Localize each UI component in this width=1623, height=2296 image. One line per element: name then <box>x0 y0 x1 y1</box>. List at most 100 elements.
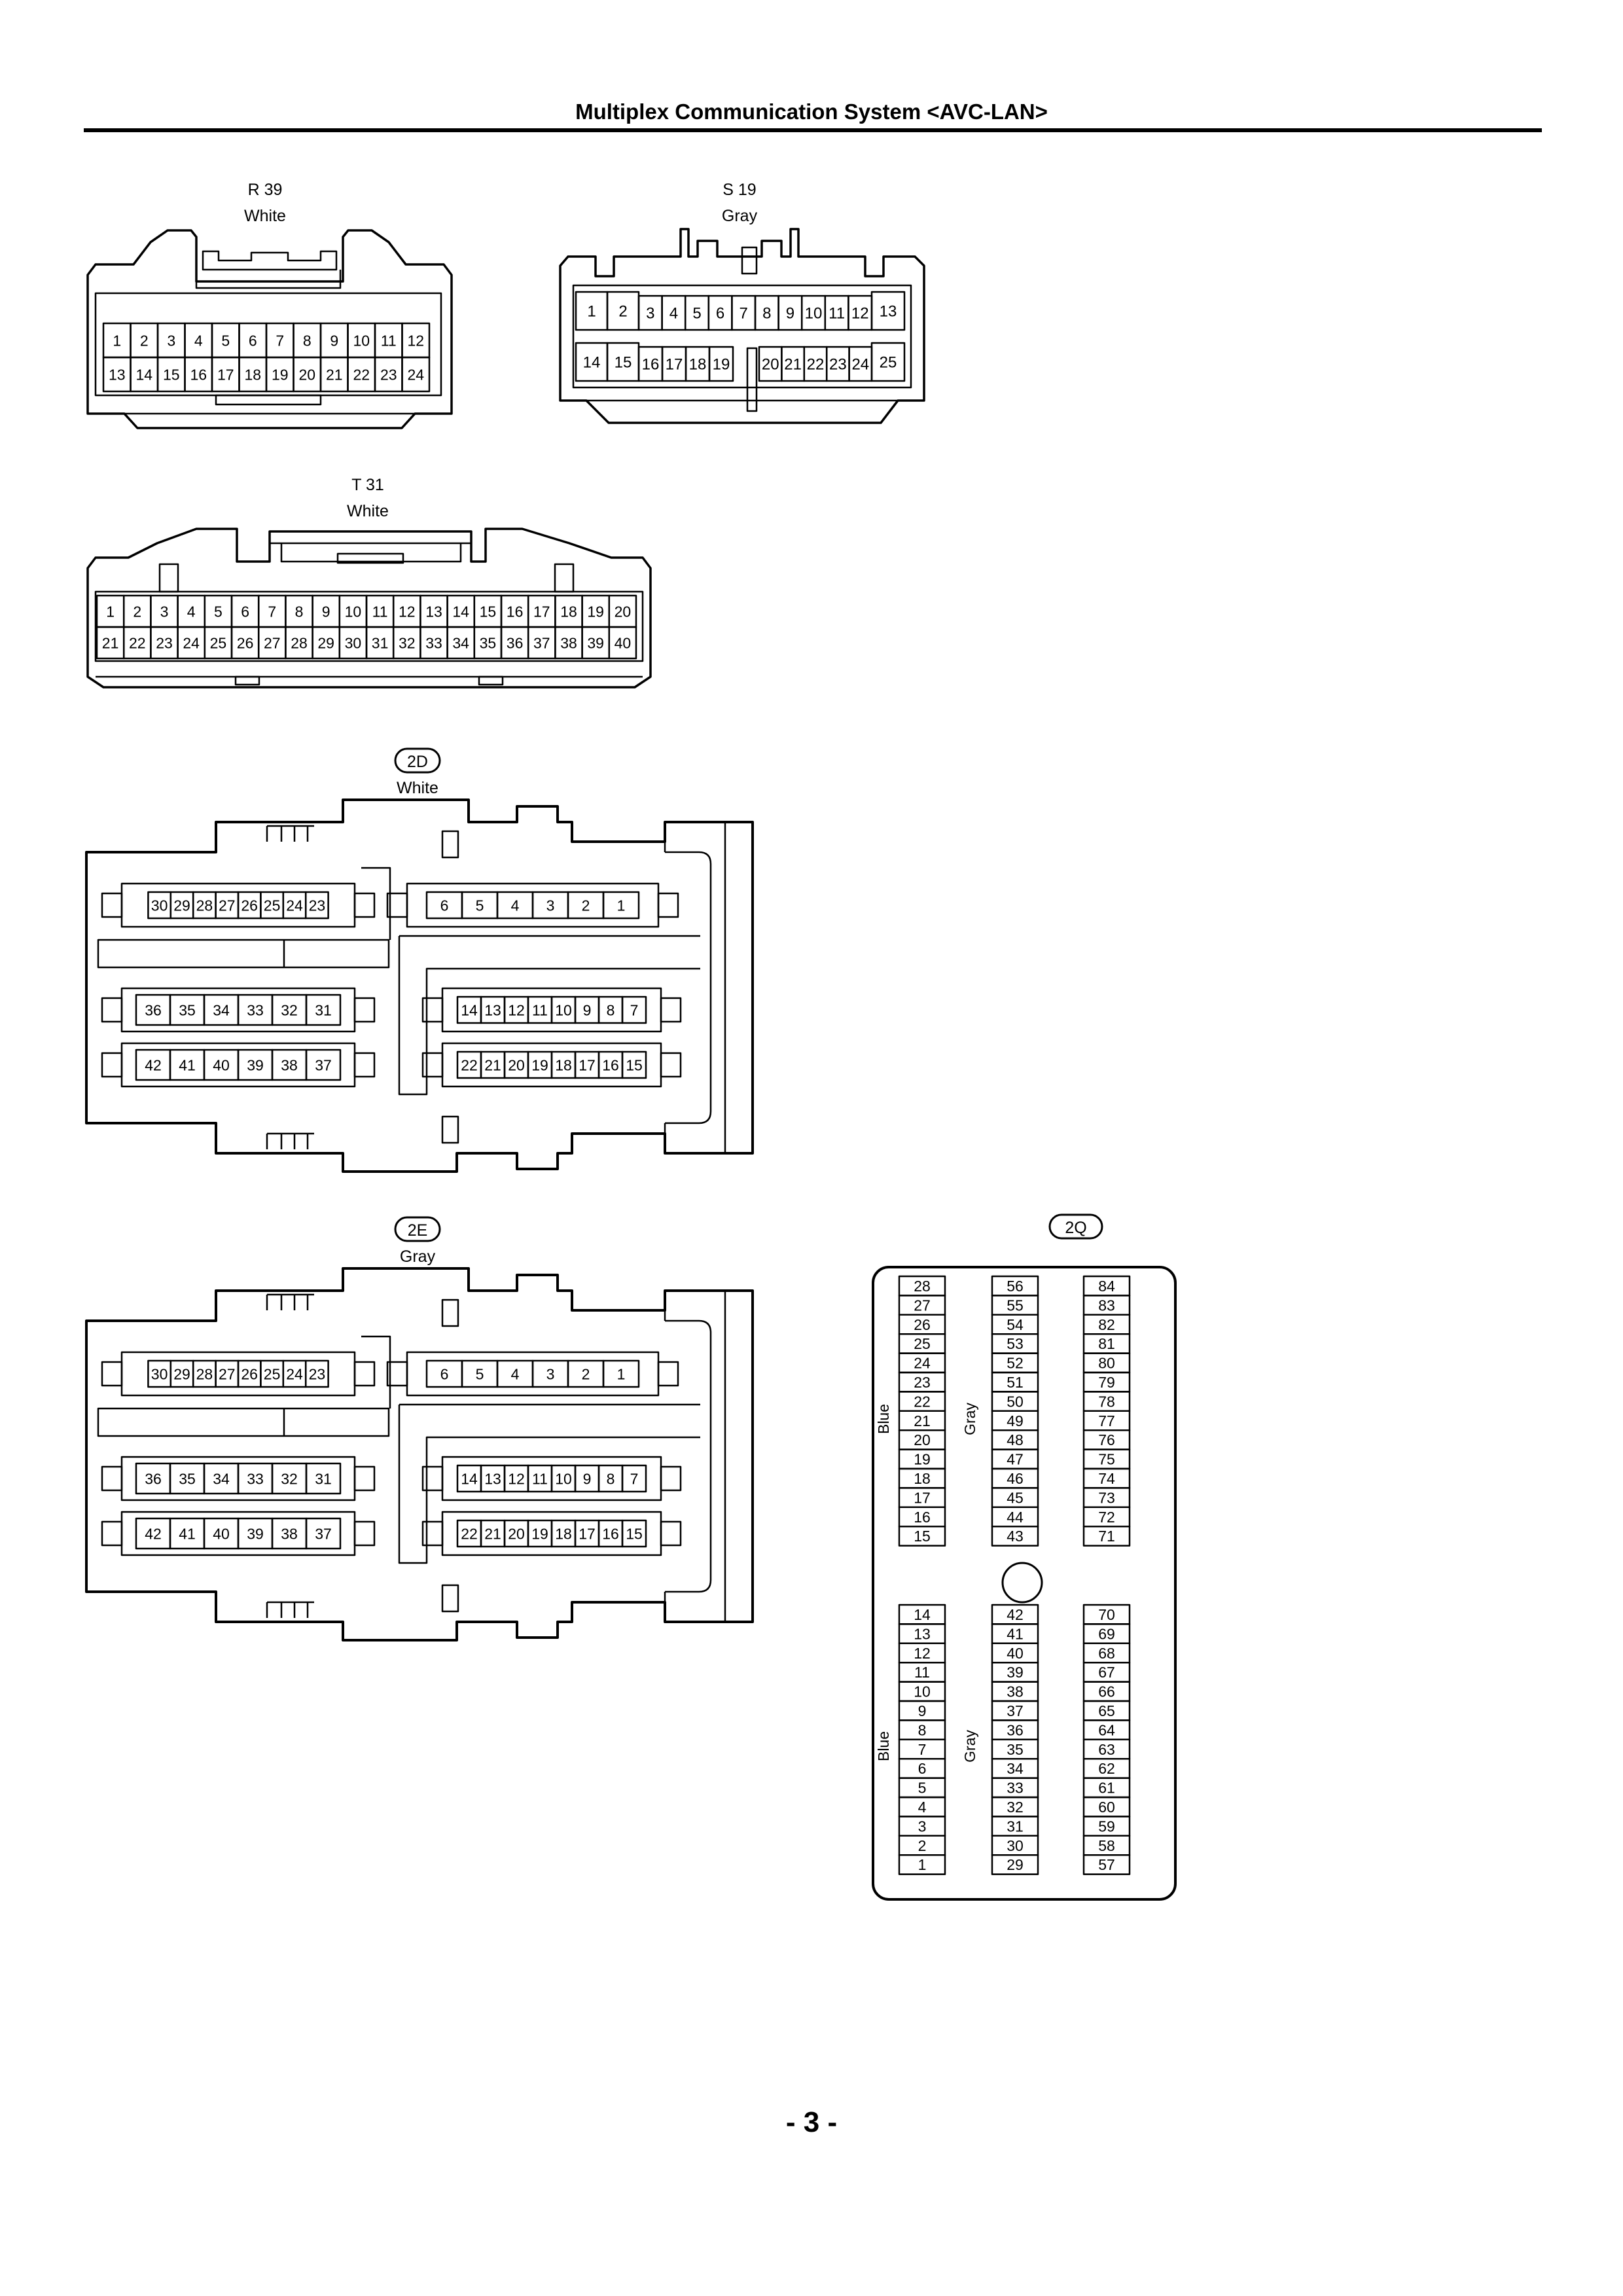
r39-pin-3: 3 <box>156 322 186 359</box>
svg-text:17: 17 <box>579 1525 596 1542</box>
svg-text:18: 18 <box>560 603 577 620</box>
svg-text:4: 4 <box>194 332 203 349</box>
svg-text:5: 5 <box>476 1365 484 1382</box>
svg-text:76: 76 <box>1098 1431 1115 1448</box>
svg-text:7: 7 <box>630 1001 639 1018</box>
2d-pin-12: 12 <box>503 996 529 1024</box>
svg-text:8: 8 <box>295 603 304 620</box>
svg-text:66: 66 <box>1098 1683 1115 1700</box>
svg-text:41: 41 <box>179 1525 196 1542</box>
svg-text:14: 14 <box>583 354 601 372</box>
svg-text:31: 31 <box>315 1470 332 1487</box>
2d-pin-21: 21 <box>480 1050 506 1079</box>
svg-text:2: 2 <box>618 303 627 321</box>
svg-text:54: 54 <box>1007 1316 1024 1333</box>
s19-pin-22: 22 <box>803 346 828 382</box>
r39-pin-23: 23 <box>374 356 403 393</box>
2e-pin-8: 8 <box>597 1464 624 1493</box>
svg-text:8: 8 <box>762 305 771 323</box>
2q-label-blue-lower: Blue <box>875 1731 892 1761</box>
t31-pin-35: 35 <box>473 626 503 660</box>
svg-text:45: 45 <box>1007 1489 1024 1506</box>
svg-text:41: 41 <box>179 1056 196 1073</box>
svg-text:5: 5 <box>214 603 223 620</box>
t31-pin-21: 21 <box>96 626 125 660</box>
svg-text:23: 23 <box>309 897 326 914</box>
svg-text:8: 8 <box>607 1470 615 1487</box>
2q-pin-57: 57 <box>1082 1854 1131 1875</box>
svg-text:39: 39 <box>1007 1664 1024 1681</box>
2e-pin-37: 37 <box>305 1517 342 1550</box>
s19-pin-19: 19 <box>708 346 734 382</box>
svg-text:38: 38 <box>560 634 577 651</box>
svg-text:13: 13 <box>425 603 442 620</box>
svg-text:4: 4 <box>669 305 678 323</box>
svg-text:35: 35 <box>480 634 497 651</box>
2q-pin-51: 51 <box>991 1371 1039 1393</box>
svg-text:30: 30 <box>151 897 168 914</box>
2q-pin-4: 4 <box>898 1796 946 1818</box>
svg-text:16: 16 <box>507 603 524 620</box>
r39-pin-12: 12 <box>401 322 431 359</box>
s19-pin-2: 2 <box>606 291 640 331</box>
2q-pin-16: 16 <box>898 1506 946 1528</box>
2d-pin-1: 1 <box>602 891 640 920</box>
svg-text:24: 24 <box>407 366 424 383</box>
2e-pin-6: 6 <box>425 1359 463 1388</box>
svg-text:6: 6 <box>716 305 724 323</box>
2q-pin-8: 8 <box>898 1719 946 1741</box>
svg-text:39: 39 <box>587 634 604 651</box>
svg-text:30: 30 <box>345 634 362 651</box>
2d-pin-38: 38 <box>271 1049 308 1081</box>
2q-pin-72: 72 <box>1082 1506 1131 1528</box>
2e-pin-2: 2 <box>567 1359 605 1388</box>
s19-pin-6: 6 <box>707 295 733 331</box>
2d-pin-3: 3 <box>531 891 569 920</box>
2q-pin-10: 10 <box>898 1681 946 1702</box>
2e-pin-15: 15 <box>621 1519 647 1548</box>
2d-pin-29: 29 <box>169 891 194 920</box>
2q-pin-45: 45 <box>991 1487 1039 1509</box>
svg-text:81: 81 <box>1098 1335 1115 1352</box>
2e-pin-30: 30 <box>147 1359 172 1388</box>
2e-pin-3: 3 <box>531 1359 569 1388</box>
s19-pin-1: 1 <box>575 291 609 331</box>
svg-text:12: 12 <box>399 603 416 620</box>
svg-text:21: 21 <box>484 1056 501 1073</box>
svg-text:25: 25 <box>264 897 281 914</box>
2q-label-gray-upper: Gray <box>961 1403 978 1435</box>
2q-pin-14: 14 <box>898 1604 946 1625</box>
2d-pin-19: 19 <box>527 1050 553 1079</box>
svg-text:30: 30 <box>1007 1837 1024 1854</box>
svg-text:42: 42 <box>1007 1606 1024 1623</box>
2d-pin-15: 15 <box>621 1050 647 1079</box>
svg-text:17: 17 <box>579 1056 596 1073</box>
svg-text:20: 20 <box>762 356 779 374</box>
page-number: - 3 - <box>785 2106 838 2138</box>
svg-text:22: 22 <box>129 634 146 651</box>
2q-pin-75: 75 <box>1082 1448 1131 1470</box>
2d-pin-7: 7 <box>621 996 647 1024</box>
t31-pin-1: 1 <box>96 594 125 628</box>
t31-color: White <box>347 502 389 520</box>
t31-pin-6: 6 <box>230 594 260 628</box>
2d-pin-26: 26 <box>237 891 262 920</box>
2q-pin-24: 24 <box>898 1352 946 1374</box>
2q-pin-43: 43 <box>991 1525 1039 1547</box>
svg-text:27: 27 <box>219 1365 236 1382</box>
r39-pin-24: 24 <box>401 356 431 393</box>
2d-pin-8: 8 <box>597 996 624 1024</box>
svg-text:27: 27 <box>264 634 281 651</box>
svg-text:13: 13 <box>914 1625 931 1642</box>
2q-pin-78: 78 <box>1082 1391 1131 1412</box>
svg-text:14: 14 <box>914 1606 931 1623</box>
svg-text:5: 5 <box>476 897 484 914</box>
t31-pin-19: 19 <box>581 594 611 628</box>
2q-label-blue-upper: Blue <box>875 1404 892 1434</box>
2d-pin-13: 13 <box>480 996 506 1024</box>
svg-text:23: 23 <box>829 356 847 374</box>
